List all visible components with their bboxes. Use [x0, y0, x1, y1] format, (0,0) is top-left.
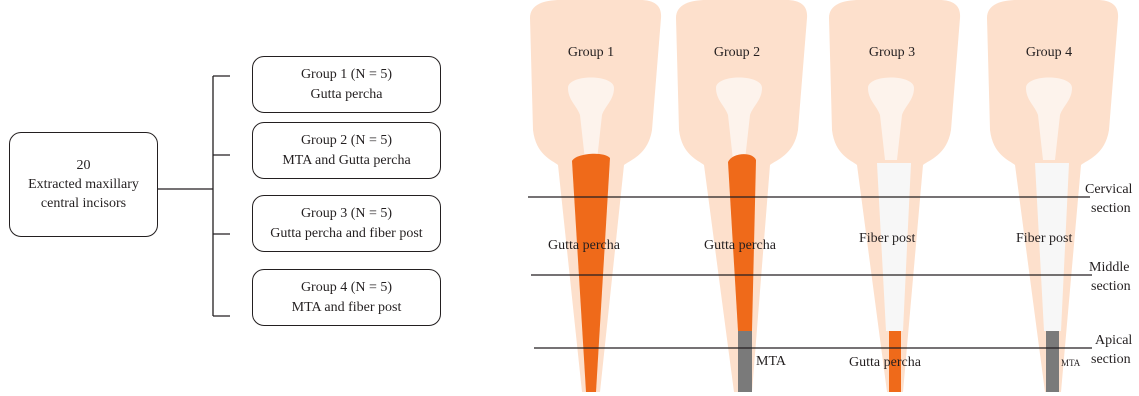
cervical-section-label-line-2: section [1091, 201, 1131, 216]
tooth-group-2: Gutta percha Group 2 MTA [676, 0, 807, 392]
tooth-1-filling-label: Gutta percha [548, 238, 621, 253]
tooth-4-label: Group 4 [1026, 45, 1072, 60]
tooth-3-label: Group 3 [869, 45, 915, 60]
tooth-3-apical-label: Gutta percha [849, 355, 922, 370]
middle-section-label-line-1: Middle [1089, 260, 1129, 275]
tooth-group-1: Group 1 Gutta percha [530, 0, 661, 392]
cervical-section-label-line-1: Cervical [1085, 182, 1133, 197]
tooth-1-label: Group 1 [568, 45, 614, 60]
tooth-3-filling-label: Fiber post [859, 231, 916, 246]
apical-section-label-line-2: section [1091, 352, 1131, 367]
tooth-4-filling-label: Fiber post [1016, 231, 1073, 246]
tooth-4-mta [1046, 331, 1059, 392]
middle-section-label-line-2: section [1091, 279, 1131, 294]
apical-section-label-line-1: Apical [1095, 333, 1132, 348]
tooth-2-mta [738, 331, 752, 392]
tooth-2-filling-label: Gutta percha [704, 238, 777, 253]
tooth-4-apical-label: MTA [1061, 358, 1081, 368]
tooth-2-label: Group 2 [714, 45, 760, 60]
tooth-group-3: Fiber post Group 3 Gutta percha [829, 0, 960, 392]
tooth-2-apical-label: MTA [756, 354, 787, 369]
